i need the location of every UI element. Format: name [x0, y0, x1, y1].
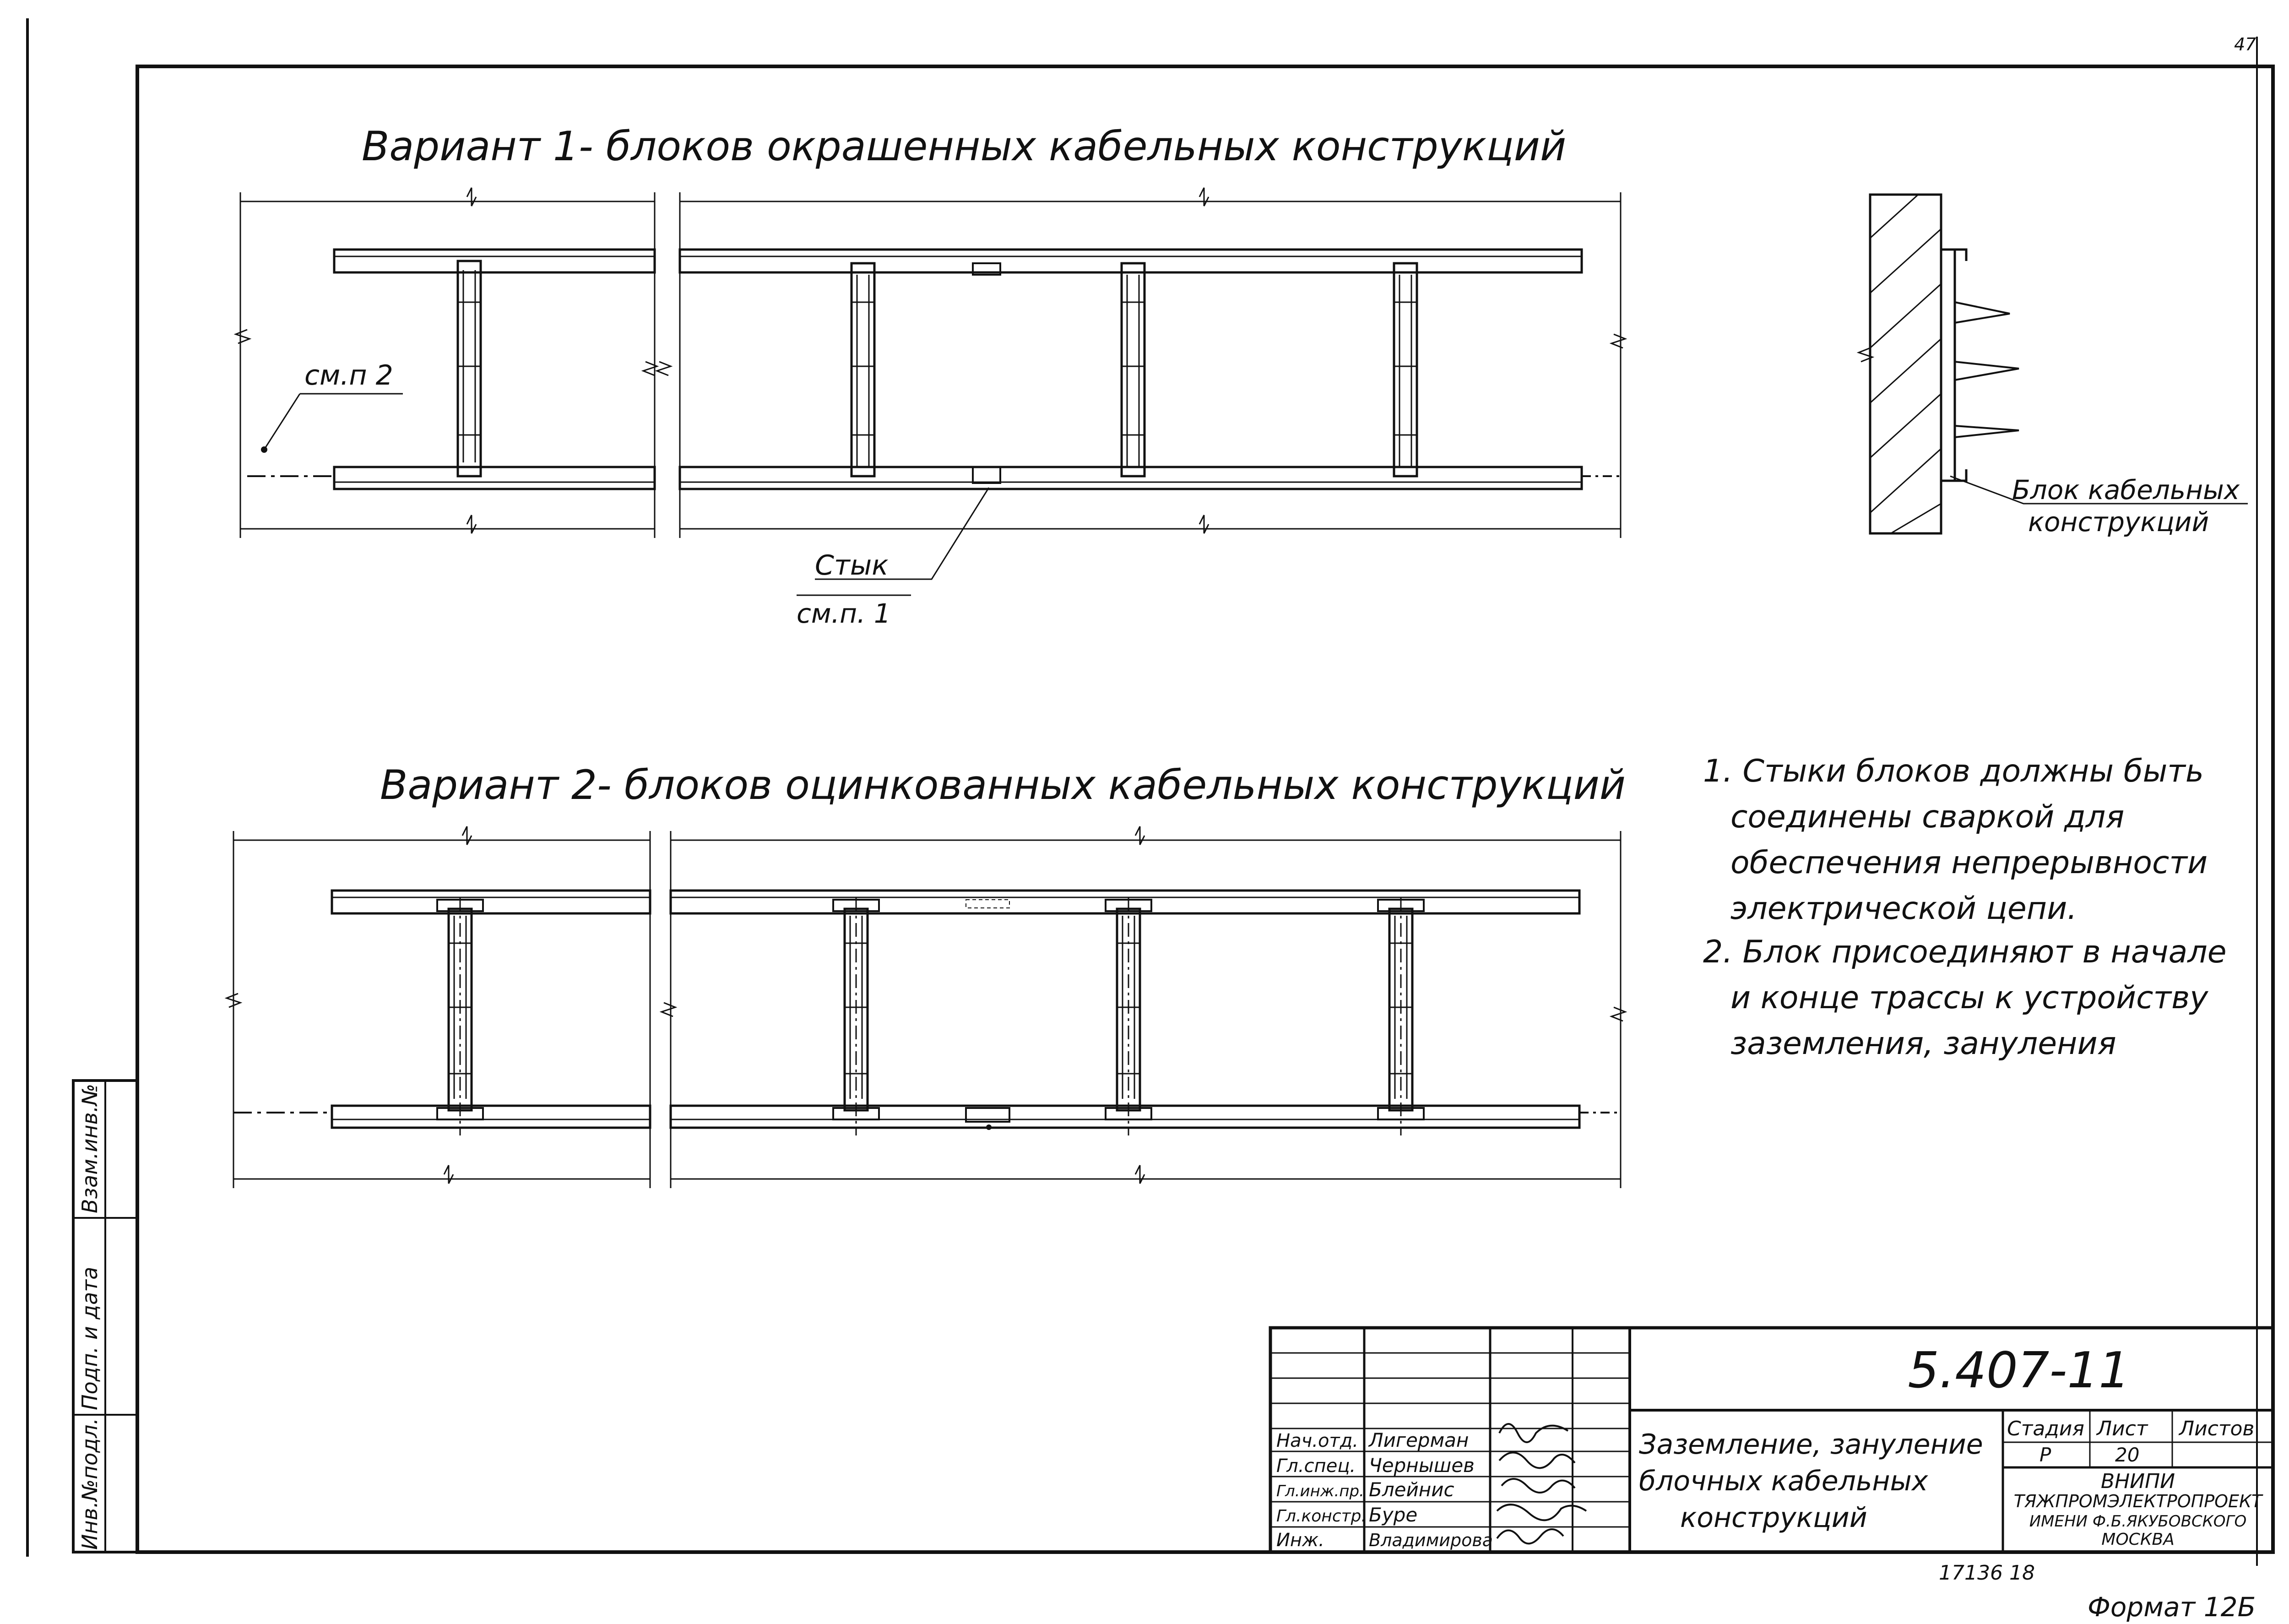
note-1-line1: 1. Стыки блоков должны быть — [1703, 753, 2204, 789]
variant1-ref-label: см.п 2 — [304, 359, 393, 391]
role-nach-otd: Нач.отд. — [1276, 1430, 1358, 1451]
doc-code: 5.407-11 — [1908, 1342, 2130, 1399]
doc-title-line1: Заземление, зануление — [1639, 1428, 1983, 1461]
strip-podp-data: Подп. и дата — [77, 1267, 102, 1410]
variant1-joint-label: Стык — [815, 549, 888, 581]
org-line4: МОСКВА — [2101, 1530, 2174, 1549]
role-gl-spec: Гл.спец. — [1276, 1456, 1356, 1477]
note-2-line1: 2. Блок присоединяют в начале — [1703, 934, 2227, 970]
variant2-plan-view — [224, 826, 1627, 1188]
doc-title-line2: блочных кабельных — [1639, 1465, 1928, 1497]
name-bure: Буре — [1369, 1504, 1417, 1526]
org-line3: ИМЕНИ Ф.Б.ЯКУБОВСКОГО — [2029, 1512, 2247, 1531]
side-view-label-line2: конструкций — [2028, 506, 2209, 538]
role-inzh: Инж. — [1276, 1530, 1324, 1551]
note-1-line3: обеспечения непрерывности — [1730, 845, 2208, 881]
corner-mark: 47 — [2234, 34, 2256, 54]
note-1-line4: электрической цепи. — [1730, 891, 2077, 927]
sheet-header: Лист — [2096, 1417, 2148, 1440]
variant1-title: Вариант 1- блоков окрашенных кабельных к… — [362, 123, 1566, 170]
note-1-line2: соединены сваркой для — [1730, 799, 2125, 835]
side-view-label-line1: Блок кабельных — [2012, 474, 2240, 505]
sheet-value: 20 — [2115, 1444, 2139, 1466]
org-line2: ТЯЖПРОМЭЛЕКТРОПРОЕКТ — [2014, 1491, 2263, 1511]
note-1: 1. Стыки блоков должны быть соединены св… — [1703, 749, 2208, 932]
name-chernyshev: Чернышев — [1369, 1454, 1475, 1477]
name-ligerman: Лигерман — [1368, 1429, 1469, 1451]
stage-value: Р — [2039, 1444, 2051, 1466]
variant2-title: Вариант 2- блоков оцинкованных кабельных… — [380, 761, 1626, 809]
drawing-frame — [136, 65, 2275, 1554]
format-label: Формат 12Б — [2088, 1591, 2256, 1623]
note-2: 2. Блок присоединяют в начале и конце тр… — [1703, 929, 2227, 1067]
bottom-number: 17136 18 — [1939, 1561, 2035, 1585]
side-view — [1856, 193, 2248, 535]
variant1-joint-ref: см.п. 1 — [797, 598, 891, 629]
name-vladimirova: Владимирова — [1369, 1530, 1493, 1550]
strip-vzam-inv: Взам.инв.№ — [77, 1084, 102, 1213]
role-gl-inzh-pr: Гл.инж.пр. — [1276, 1482, 1364, 1500]
name-bleinis: Блейнис — [1369, 1478, 1454, 1501]
variant1-plan-view — [233, 187, 1627, 596]
doc-title-line3: конструкций — [1680, 1502, 1867, 1534]
role-gl-konstr: Гл.констр. — [1276, 1507, 1367, 1526]
left-strip — [72, 1079, 139, 1553]
note-2-line2: и конце трассы к устройству — [1730, 980, 2208, 1016]
org-line1: ВНИПИ — [2101, 1470, 2175, 1493]
stage-header: Стадия — [2007, 1417, 2084, 1440]
sheets-header: Листов — [2178, 1417, 2254, 1440]
title-block-grid — [1269, 1326, 2275, 1554]
strip-inv-podl: Инв.№подл. — [77, 1418, 102, 1550]
note-2-line3: заземления, зануления — [1730, 1026, 2116, 1062]
